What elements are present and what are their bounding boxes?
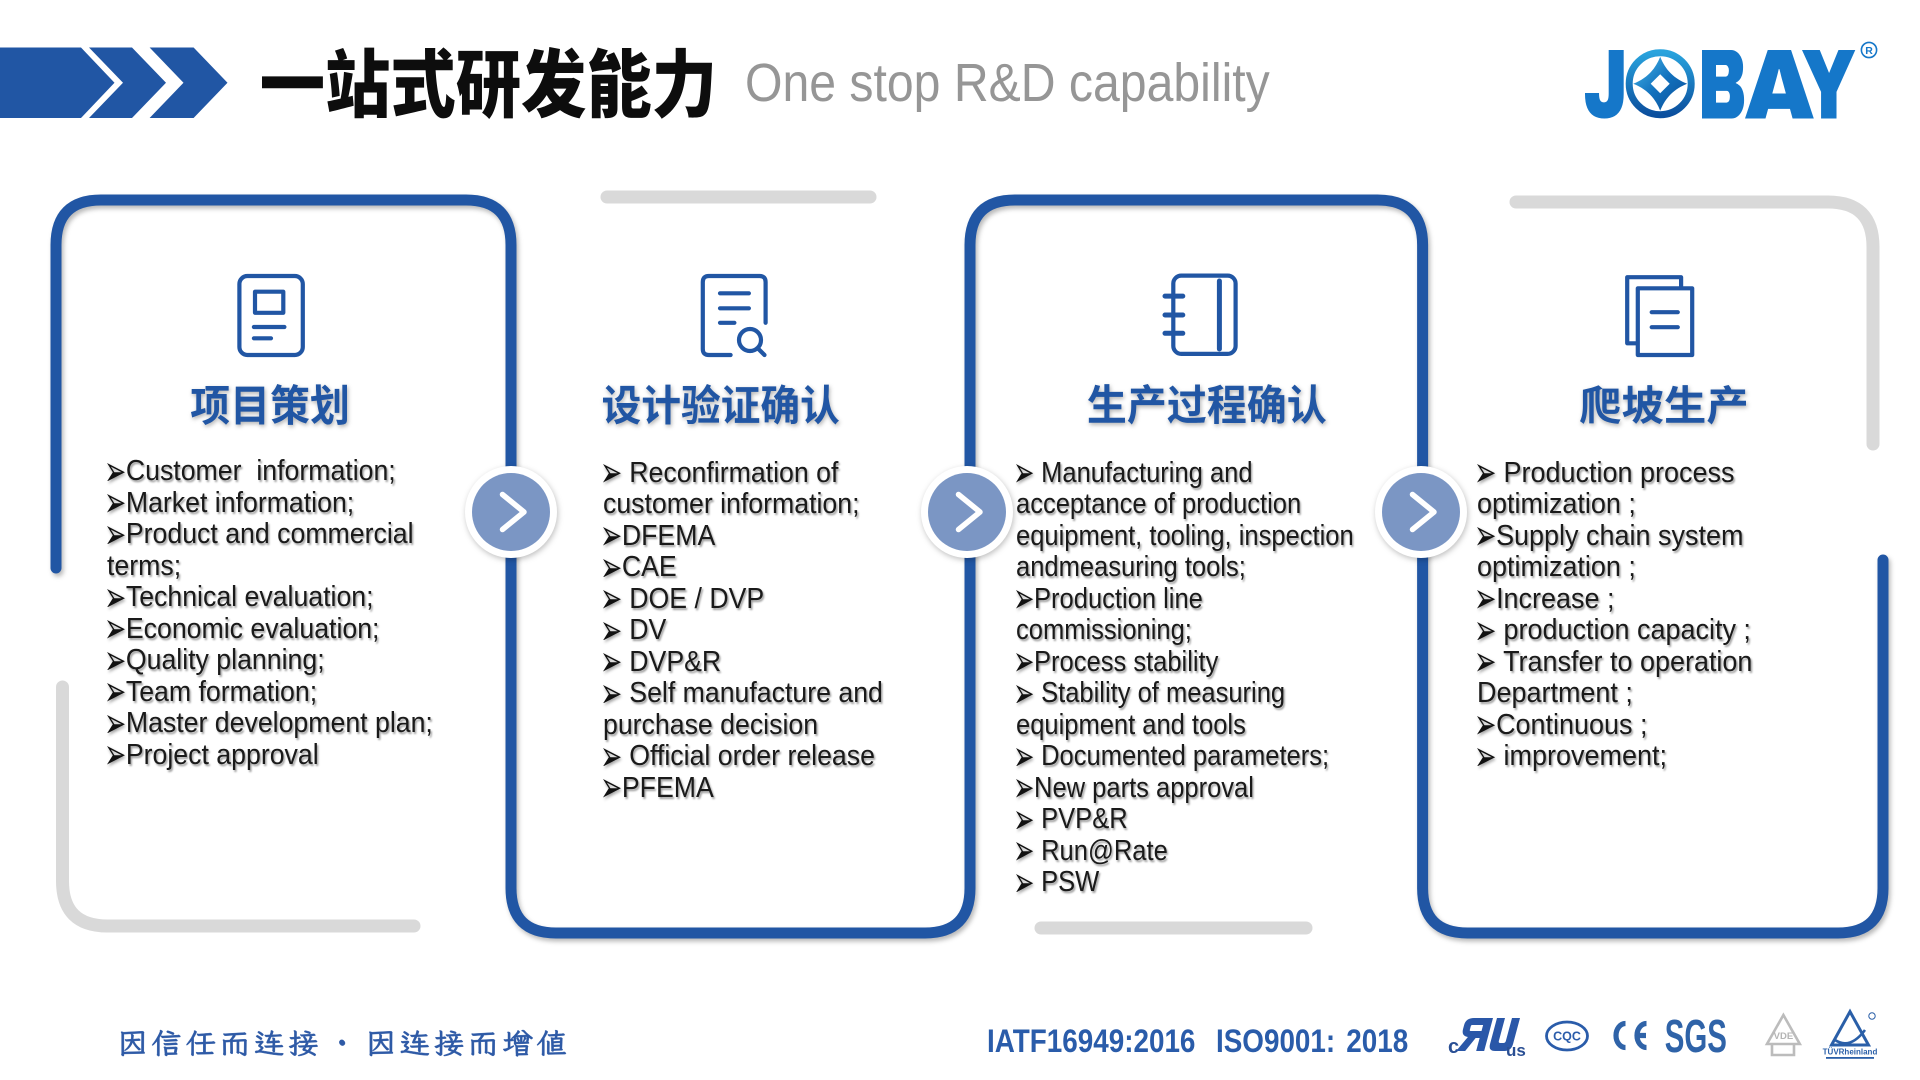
- svg-text:R: R: [1865, 45, 1873, 57]
- svg-text:c: c: [1448, 1036, 1459, 1058]
- svg-text:SGS: SGS: [1665, 1012, 1727, 1063]
- svg-text:TÜVRheinland: TÜVRheinland: [1823, 1048, 1878, 1057]
- svg-text:us: us: [1506, 1041, 1526, 1060]
- svg-text:CQC: CQC: [1553, 1030, 1581, 1044]
- svg-text:VDE: VDE: [1774, 1031, 1794, 1042]
